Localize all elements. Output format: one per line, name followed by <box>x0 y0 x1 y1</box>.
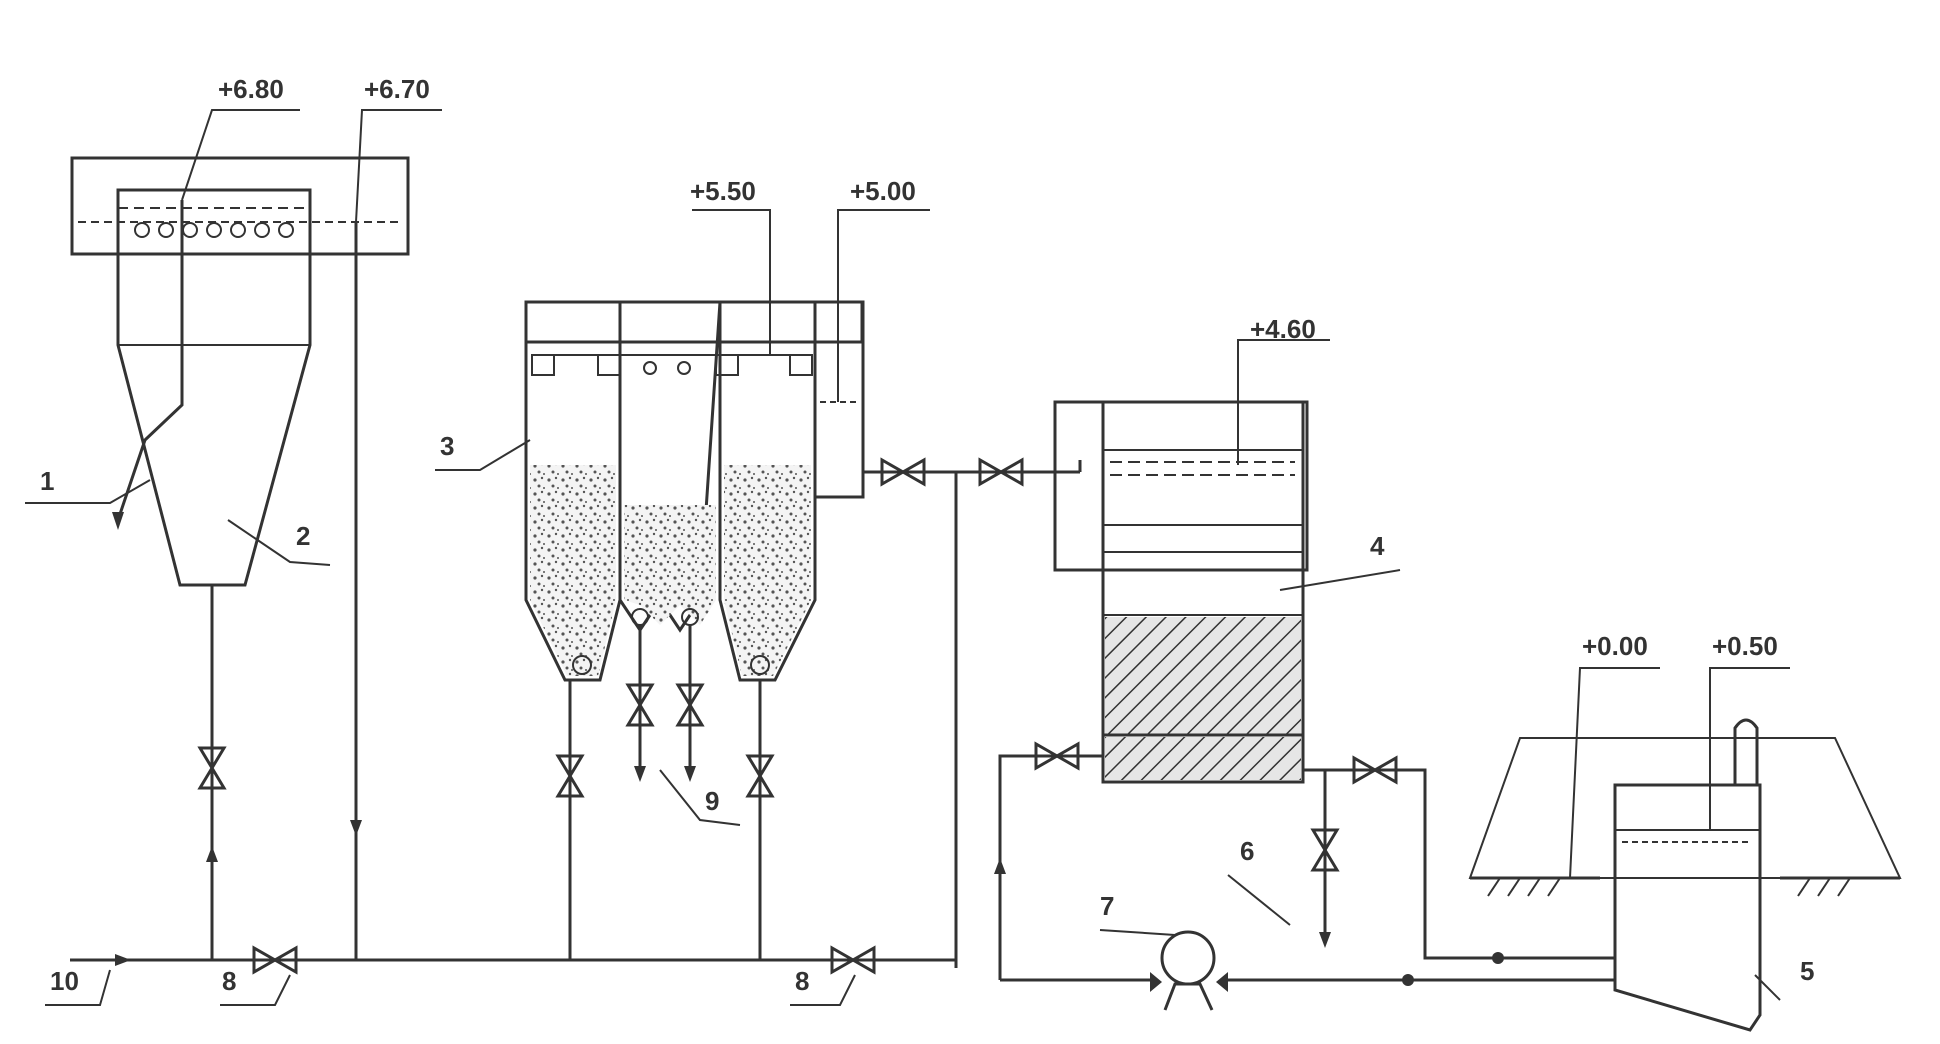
filter-outlet-line <box>862 457 1080 968</box>
filter-drains <box>555 625 775 960</box>
elevation-6-70: +6.70 <box>364 74 430 104</box>
label-3: 3 <box>440 431 454 461</box>
elevation-6-80: +6.80 <box>218 74 284 104</box>
label-8-right: 8 <box>795 966 809 996</box>
sludge-outlet-pipe <box>116 200 184 521</box>
clarifier-elevation-leaders <box>181 109 442 223</box>
elevation-4-60: +4.60 <box>1250 314 1316 344</box>
elevation-5-50: +5.50 <box>690 176 756 206</box>
valve-clarifier-drain <box>197 746 227 790</box>
filter-trough-leader <box>837 209 930 402</box>
label-9: 9 <box>705 786 719 816</box>
main-header-pipe <box>70 945 958 975</box>
label-6: 6 <box>1240 836 1254 866</box>
clarifier-tank <box>70 156 410 960</box>
label-8-left: 8 <box>222 966 236 996</box>
contact-tank <box>1053 339 1330 784</box>
flow-down-arrow <box>350 820 362 836</box>
elevation-0-00: +0.00 <box>1582 631 1648 661</box>
elevation-0-50: +0.50 <box>1712 631 1778 661</box>
label-10: 10 <box>50 966 79 996</box>
flow-up-arrow <box>206 846 218 862</box>
tank-piping <box>994 741 1615 986</box>
label-5: 5 <box>1800 956 1814 986</box>
label-2: 2 <box>296 521 310 551</box>
sludge-outlet-arrow <box>112 512 124 530</box>
clarifier-distribution-holes <box>134 222 294 238</box>
label-1: 1 <box>40 466 54 496</box>
reservoir <box>1468 667 1902 1032</box>
label-7: 7 <box>1100 891 1114 921</box>
filter-top-leader <box>692 209 771 355</box>
label-leaders <box>25 439 1781 1006</box>
filter-block <box>524 300 865 682</box>
label-4: 4 <box>1370 531 1385 561</box>
elevation-5-00: +5.00 <box>850 176 916 206</box>
pump <box>1150 930 1228 1011</box>
